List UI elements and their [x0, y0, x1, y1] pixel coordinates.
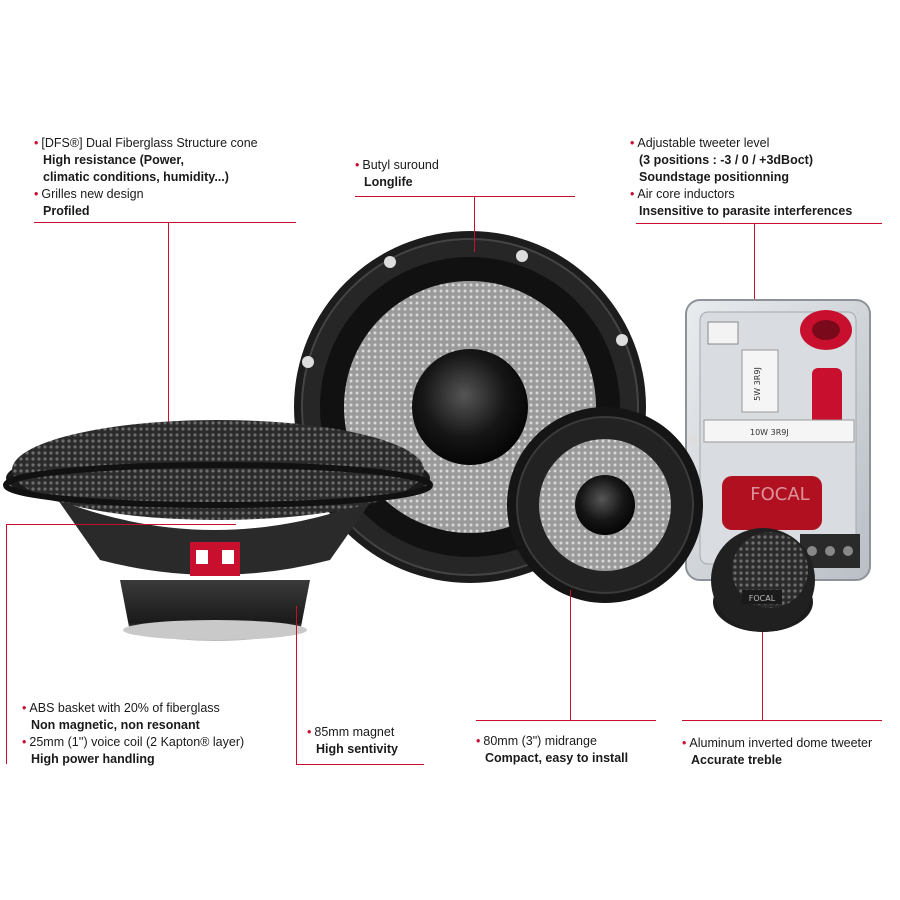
basket-leader-horizontal	[6, 524, 236, 525]
surround-feature: •Butyl suround	[355, 158, 439, 172]
tweeter-driver: FOCAL	[711, 528, 815, 632]
cone-benefit-1b: climatic conditions, humidity...)	[43, 170, 229, 184]
crossover-brand-label: FOCAL	[750, 484, 809, 505]
midrange-driver	[507, 407, 703, 603]
crossover-leader	[754, 223, 755, 299]
callout-crossover: •Adjustable tweeter level (3 positions :…	[630, 135, 852, 220]
basket-leader-vertical	[6, 524, 7, 764]
surround-underline	[355, 196, 575, 197]
tweeter-underline	[682, 720, 882, 721]
callout-tweeter: •Aluminum inverted dome tweeter Accurate…	[682, 735, 872, 769]
crossover-unit: 5W 3R9J 10W 3R9J FOCAL	[685, 299, 871, 581]
midrange-feature: •80mm (3") midrange	[476, 734, 597, 748]
tweeter-benefit: Accurate treble	[691, 753, 783, 767]
basket-feature-2: •25mm (1'') voice coil (2 Kapton® layer)	[22, 735, 245, 749]
callout-basket: •ABS basket with 20% of fiberglass Non m…	[22, 700, 244, 768]
resistor-2-label: 10W 3R9J	[750, 428, 789, 437]
callout-surround: •Butyl suround Longlife	[355, 157, 439, 191]
magnet-benefit: High sentivity	[316, 742, 398, 756]
tweeter-leader	[762, 632, 763, 720]
callout-cone: •[DFS®] Dual Fiberglass Structure cone H…	[34, 135, 258, 220]
tweeter-feature: •Aluminum inverted dome tweeter	[682, 736, 873, 750]
midrange-benefit: Compact, easy to install	[485, 751, 629, 765]
cone-benefit-2: Profiled	[43, 204, 90, 218]
crossover-benefit-1a: (3 positions : -3 / 0 / +3dBoct)	[639, 153, 813, 167]
basket-benefit-1: Non magnetic, non resonant	[31, 718, 200, 732]
crossover-benefit-1b: Soundstage positionning	[639, 170, 789, 184]
crossover-feature-1: •Adjustable tweeter level	[630, 136, 770, 150]
midrange-leader	[570, 590, 571, 720]
magnet-underline	[296, 764, 424, 765]
surround-leader	[474, 196, 475, 252]
cone-benefit-1a: High resistance (Power,	[43, 153, 185, 167]
cone-leader	[168, 222, 169, 422]
woofer-with-grille	[3, 420, 433, 641]
midrange-underline	[476, 720, 656, 721]
crossover-underline	[636, 223, 882, 224]
magnet-feature: •85mm magnet	[307, 725, 395, 739]
crossover-feature-2: •Air core inductors	[630, 187, 735, 201]
callout-midrange: •80mm (3") midrange Compact, easy to ins…	[476, 733, 628, 767]
magnet-leader	[296, 606, 297, 764]
crossover-benefit-2: Insensitive to parasite interferences	[639, 204, 853, 218]
cone-feature-2: •Grilles new design	[34, 187, 144, 201]
tweeter-brand-label: FOCAL	[749, 594, 776, 603]
basket-feature-1: •ABS basket with 20% of fiberglass	[22, 701, 220, 715]
basket-benefit-2: High power handling	[31, 752, 155, 766]
resistor-1-label: 5W 3R9J	[753, 367, 762, 401]
cone-underline	[34, 222, 296, 223]
cone-feature-1: •[DFS®] Dual Fiberglass Structure cone	[34, 136, 258, 150]
callout-magnet: •85mm magnet High sentivity	[307, 724, 398, 758]
surround-benefit: Longlife	[364, 175, 413, 189]
